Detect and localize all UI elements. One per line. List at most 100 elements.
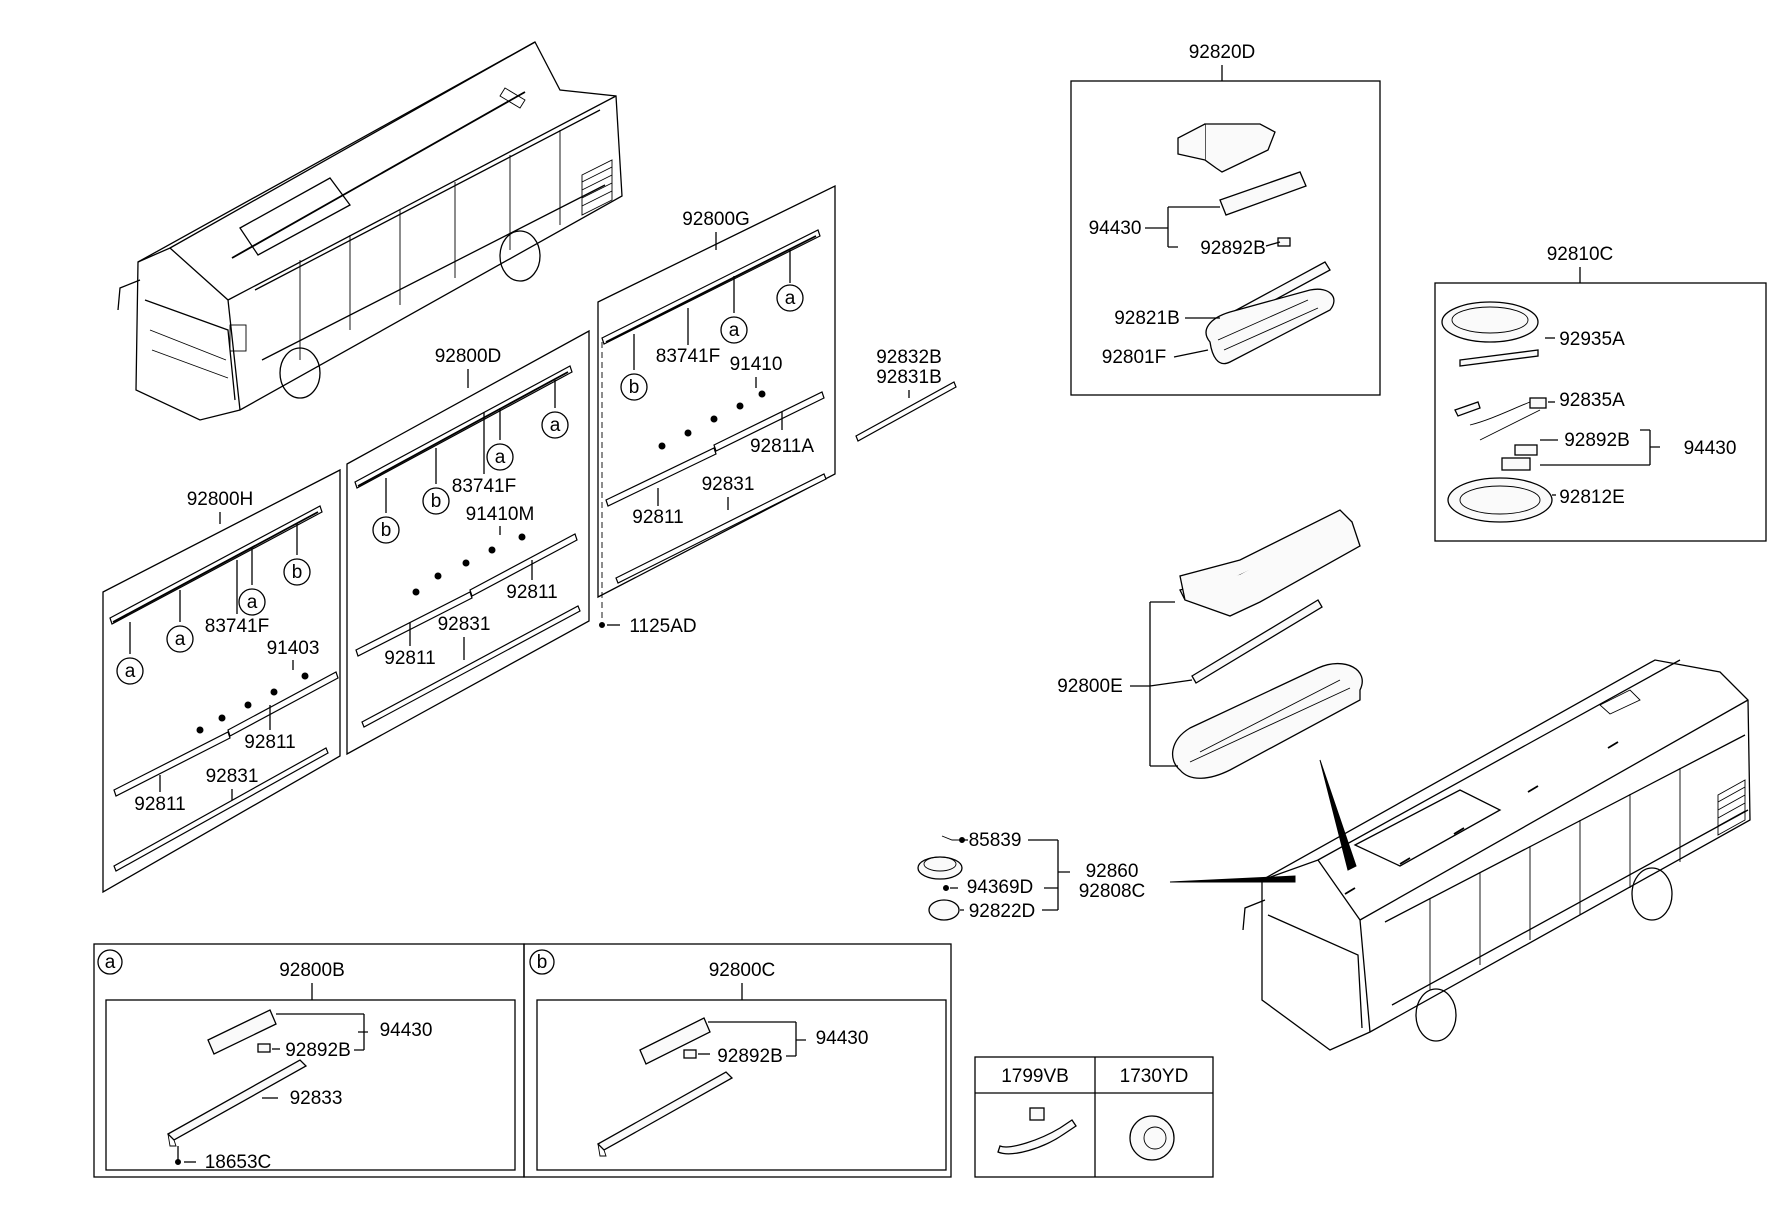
marker-b-d2: b — [372, 478, 400, 544]
label-94430-top: 94430 — [1089, 218, 1142, 239]
marker-a-detail: a — [105, 952, 116, 973]
marker-a-h2: a — [166, 590, 194, 653]
bracket-92800C — [596, 1071, 734, 1151]
svg-text:b: b — [629, 377, 640, 398]
bus-illustration-bottom — [1169, 659, 1751, 1051]
harness-92835A — [1454, 401, 1481, 417]
tube-92800E — [1191, 599, 1323, 684]
bulb-92892B-c — [683, 1049, 697, 1059]
panel-92800G — [597, 184, 836, 599]
label-92801F: 92801F — [1102, 347, 1166, 368]
label-85839: 85839 — [969, 830, 1022, 851]
strip-92811-h1 — [227, 671, 339, 737]
marker-a-h3: a — [116, 622, 144, 685]
clips-91403 — [196, 672, 309, 734]
label-91410: 91410 — [730, 354, 783, 375]
label-1730YD: 1730YD — [1120, 1066, 1189, 1087]
svg-text:a: a — [729, 320, 740, 341]
label-94430-right: 94430 — [1684, 438, 1737, 459]
bulb-92892B-b — [257, 1043, 271, 1053]
lens-92812E — [1447, 477, 1553, 523]
label-92833: 92833 — [290, 1088, 343, 1109]
label-91410M: 91410M — [466, 504, 535, 525]
label-92822D: 92822D — [969, 901, 1036, 922]
frame-92800E — [1171, 662, 1363, 779]
strip-92831B — [855, 381, 957, 442]
grille-92822D — [928, 899, 960, 921]
marker-b-g: b — [620, 334, 648, 401]
label-92811-d2: 92811 — [384, 648, 435, 669]
label-92800D: 92800D — [435, 346, 502, 367]
label-92800H: 92800H — [187, 489, 254, 510]
label-94430-c: 94430 — [816, 1028, 869, 1049]
label-18653C: 18653C — [205, 1152, 272, 1173]
marker-b-h: b — [283, 523, 311, 586]
group-92800E: 92800E — [1057, 509, 1363, 779]
strip-92831-d — [361, 605, 581, 728]
group-92800H: 92800H b a a a 83741F 91403 — [102, 468, 341, 894]
clips-91410 — [658, 390, 766, 450]
panel-92800H — [102, 468, 341, 894]
svg-text:a: a — [785, 288, 796, 309]
bus-illustration-top — [117, 41, 623, 421]
label-92892B-b: 92892B — [285, 1040, 351, 1061]
room-lamp-housing — [1441, 301, 1539, 343]
label-92811-h2: 92811 — [134, 794, 185, 815]
lamp-92800B — [207, 1009, 277, 1055]
grommet-1730YD — [1129, 1115, 1175, 1161]
lamp-lens — [1219, 171, 1307, 216]
label-92860: 92860 — [1086, 861, 1139, 882]
label-92811-d1: 92811 — [506, 582, 557, 603]
svg-text:b: b — [381, 520, 392, 541]
svg-text:b: b — [292, 562, 303, 583]
svg-text:a: a — [125, 661, 136, 682]
label-92808C: 92808C — [1079, 881, 1146, 902]
label-92811-g: 92811 — [632, 507, 683, 528]
fastener-table: 1799VB 1730YD — [974, 1056, 1214, 1178]
marker-a-d2: a — [486, 408, 514, 471]
marker-a-h1: a — [238, 548, 266, 616]
gasket-92801F — [1205, 288, 1335, 365]
label-92800B: 92800B — [279, 960, 345, 981]
pointer-wedge-top — [1319, 759, 1357, 871]
speaker-94369D — [917, 856, 963, 880]
lamp-cover — [1204, 123, 1276, 173]
label-83741F-h: 83741F — [205, 616, 269, 637]
group-92800D: 92800D a a b b 83741F 91410M — [346, 329, 590, 756]
strip-92811-h2 — [113, 731, 231, 797]
label-92935A: 92935A — [1559, 329, 1625, 350]
label-92831B: 92831B — [876, 367, 942, 388]
strip-92811-g — [605, 447, 717, 507]
svg-text:a: a — [495, 447, 506, 468]
label-94369D: 94369D — [967, 877, 1034, 898]
label-92892B-top: 92892B — [1200, 238, 1266, 259]
label-92832B: 92832B — [876, 347, 942, 368]
strip-92811-d2 — [355, 591, 473, 657]
lamp-92800C — [639, 1017, 711, 1065]
lamp-cover-92800E — [1179, 519, 1361, 617]
bracket-92833 — [166, 1059, 308, 1141]
detail-box-b: b 92800C 94430 92892B — [523, 943, 952, 1178]
strip-92831-h — [113, 747, 329, 872]
marker-a-g1: a — [776, 250, 804, 312]
label-92811-h1: 92811 — [244, 732, 295, 753]
label-92821B: 92821B — [1114, 308, 1180, 329]
label-92820D: 92820D — [1189, 42, 1256, 63]
label-1125AD: 1125AD — [629, 616, 696, 637]
label-83741F-d: 83741F — [452, 476, 516, 497]
label-94430-b: 94430 — [380, 1020, 433, 1041]
label-92831-d: 92831 — [438, 614, 491, 635]
label-92800C: 92800C — [709, 960, 776, 981]
label-92831-g: 92831 — [702, 474, 755, 495]
marker-b-d1: b — [422, 448, 450, 515]
detail-box-a: a 92800B 94430 92892B 92833 18653C — [93, 943, 525, 1178]
label-91403: 91403 — [267, 638, 320, 659]
strip-92831-g — [615, 473, 827, 584]
clips-91410M — [412, 533, 526, 596]
label-92831-h: 92831 — [206, 766, 259, 787]
label-92892B-right: 92892B — [1564, 430, 1630, 451]
group-92820D: 92820D 94430 92892B 92821B 92801F — [1070, 42, 1381, 396]
strip-83741F-g — [601, 229, 821, 345]
marker-b-detail: b — [537, 952, 548, 973]
